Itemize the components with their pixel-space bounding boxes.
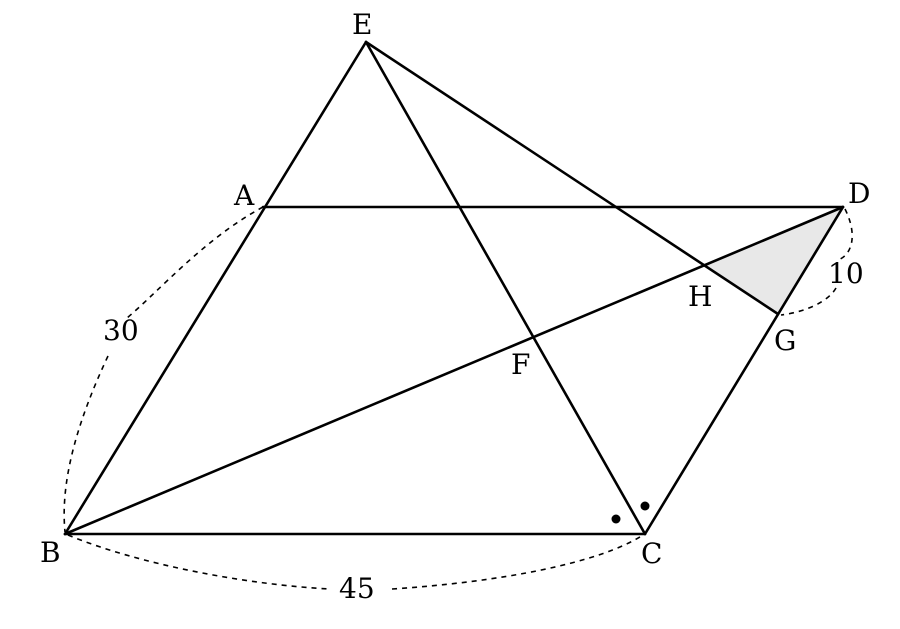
label-point-b: B	[40, 536, 61, 569]
label-point-h: H	[688, 280, 712, 313]
label-point-e: E	[352, 8, 372, 41]
label-point-c: C	[641, 537, 662, 570]
dash-arc-bc	[67, 534, 644, 590]
label-length-ab: 30	[103, 314, 139, 347]
label-point-d: D	[848, 177, 870, 210]
segment-ec	[364, 40, 647, 536]
segment-cd	[643, 205, 845, 536]
segment-be	[63, 40, 368, 536]
label-length-bc: 45	[339, 572, 375, 605]
angle-mark-dot-1	[611, 514, 621, 524]
label-length-dg: 10	[828, 257, 864, 290]
label-point-a: A	[233, 179, 255, 212]
label-point-f: F	[511, 348, 530, 381]
label-point-g: G	[774, 324, 796, 357]
angle-mark-dot-2	[640, 501, 650, 511]
segment-eg	[364, 40, 780, 316]
dash-arc-ab	[63, 206, 264, 533]
segment-bd	[63, 205, 845, 536]
dash-arc-dg	[780, 208, 853, 316]
shaded-triangle-hdg	[706, 207, 843, 314]
